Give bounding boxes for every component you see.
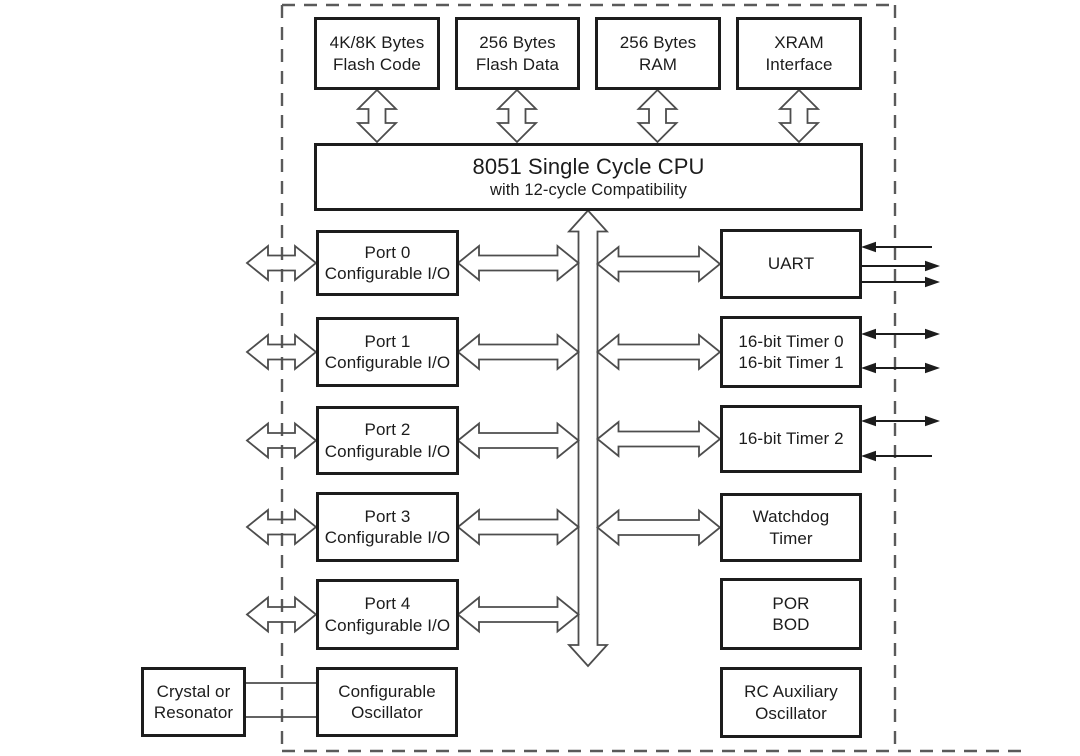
crystal-oscillator-connection: [246, 682, 316, 718]
watchdog-bus-arrow: [596, 508, 722, 547]
timer2-input-arrow: [861, 450, 932, 462]
block-port3: Port 3 Configurable I/O: [316, 492, 459, 562]
port1-bus-arrow: [456, 333, 580, 371]
block-port2-line1: Port 2: [364, 420, 411, 439]
ram-cpu-arrow: [636, 88, 679, 144]
block-timer1-label: 16-bit Timer 1: [738, 353, 844, 372]
block-cpu: 8051 Single Cycle CPU with 12-cycle Comp…: [314, 143, 863, 211]
port2-bus-arrow: [456, 421, 580, 460]
block-oscillator-line2: Oscillator: [351, 703, 423, 722]
block-port0: Port 0 Configurable I/O: [316, 230, 459, 296]
block-ram-line2: RAM: [638, 54, 678, 74]
block-port0-line1: Port 0: [364, 242, 411, 262]
flash-code-cpu-arrow: [355, 88, 399, 144]
block-oscillator-line1: Configurable: [338, 681, 436, 701]
block-xram-line2: Interface: [765, 54, 833, 74]
block-flash-data-line2: Flash Data: [475, 54, 560, 74]
block-timer2: 16-bit Timer 2: [720, 405, 862, 473]
block-por-bod: POR BOD: [720, 578, 862, 650]
block-port3-line1: Port 3: [364, 506, 411, 526]
block-xram-line1: XRAM: [774, 33, 824, 52]
block-port3-line2: Configurable I/O: [324, 528, 451, 547]
block-timer0-label: 16-bit Timer 0: [738, 331, 844, 351]
port0-bus-arrow: [456, 244, 580, 282]
cpu-title: 8051 Single Cycle CPU: [472, 154, 705, 179]
block-watchdog-line1: Watchdog: [752, 507, 830, 526]
block-crystal-resonator: Crystal or Resonator: [141, 667, 246, 737]
block-uart: UART: [720, 229, 862, 299]
timer01-bus-arrow: [596, 333, 722, 371]
uart-tx-arrow-1: [861, 260, 940, 272]
flash-data-cpu-arrow: [495, 88, 539, 144]
uart-tx-arrow-2: [861, 276, 940, 288]
uart-rx-arrow: [861, 241, 932, 253]
block-port2-line2: Configurable I/O: [324, 441, 451, 461]
block-port4-line1: Port 4: [364, 594, 411, 613]
block-bod-label: BOD: [772, 615, 810, 634]
block-crystal-line1: Crystal or: [156, 681, 231, 701]
block-watchdog-line2: Timer: [769, 528, 813, 548]
block-ram-line1: 256 Bytes: [619, 33, 697, 52]
block-crystal-line2: Resonator: [153, 703, 234, 722]
cpu-subtitle: with 12-cycle Compatibility: [489, 181, 688, 199]
xram-cpu-arrow: [777, 88, 821, 144]
block-flash-code-line2: Flash Code: [333, 54, 421, 74]
block-ram: 256 Bytes RAM: [595, 17, 721, 90]
block-port4: Port 4 Configurable I/O: [316, 579, 459, 650]
block-port2: Port 2 Configurable I/O: [316, 406, 459, 475]
internal-bus-arrow: [566, 209, 610, 668]
block-port0-line2: Configurable I/O: [324, 264, 451, 283]
timer2-io-arrow: [861, 415, 940, 427]
block-rc-aux-oscillator: RC Auxiliary Oscillator: [720, 667, 862, 738]
block-por-label: POR: [772, 593, 810, 613]
block-rcaux-line1: RC Auxiliary: [744, 682, 838, 701]
port3-bus-arrow: [456, 508, 580, 546]
block-timer01: 16-bit Timer 0 16-bit Timer 1: [720, 316, 862, 388]
timer2-bus-arrow: [596, 420, 722, 458]
timer1-io-arrow: [861, 362, 940, 374]
uart-bus-arrow: [596, 245, 722, 283]
block-xram-interface: XRAM Interface: [736, 17, 862, 90]
block-flash-data: 256 Bytes Flash Data: [455, 17, 580, 90]
block-port4-line2: Configurable I/O: [324, 615, 451, 635]
block-uart-label: UART: [767, 254, 815, 274]
block-port1-line2: Configurable I/O: [324, 353, 451, 372]
block-flash-code: 4K/8K Bytes Flash Code: [314, 17, 440, 90]
block-watchdog-timer: Watchdog Timer: [720, 493, 862, 562]
block-flash-code-line1: 4K/8K Bytes: [329, 33, 425, 52]
block-port1: Port 1 Configurable I/O: [316, 317, 459, 387]
timer0-io-arrow: [861, 328, 940, 340]
block-flash-data-line1: 256 Bytes: [479, 33, 556, 52]
block-rcaux-line2: Oscillator: [755, 703, 827, 723]
port4-bus-arrow: [456, 595, 580, 634]
block-port1-line1: Port 1: [364, 331, 411, 351]
block-timer2-label: 16-bit Timer 2: [738, 429, 844, 449]
block-configurable-oscillator: Configurable Oscillator: [316, 667, 458, 737]
